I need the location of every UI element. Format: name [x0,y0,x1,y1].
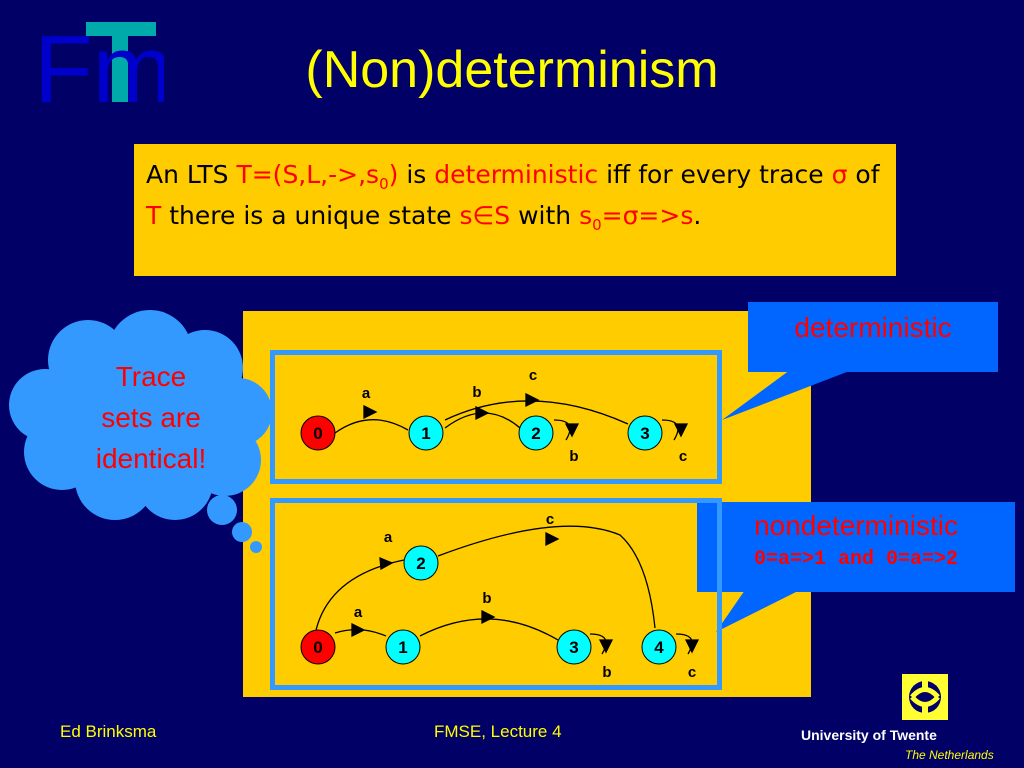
det-label-loop-b: b [569,448,578,465]
nd-states [300,545,677,665]
det-state-0 [300,415,336,451]
det-callout-pointer [722,370,852,420]
det-arrow-c [525,392,540,408]
nd-edge-b [419,618,559,641]
det-state-3-label: 3 [640,424,649,443]
nd-label-loop-b: b [602,664,611,681]
nondeterministic-frame [270,498,722,690]
nd-arrow-b [481,609,496,625]
nd-label-c: c [546,511,554,528]
nd-edge-c [437,525,656,629]
det-state-2-label: 2 [531,424,540,443]
det-states [300,415,663,451]
logo-letters: Fm [34,18,164,106]
definition-box: An LTS T=(S,L,->,s0) is deterministic if… [134,144,896,276]
thought-cloud [9,310,272,553]
nd-state-3 [556,629,592,665]
nd-label-a-bottom: a [354,604,363,621]
nd-state-4-label: 4 [654,638,664,657]
det-state-1-label: 1 [421,424,430,443]
det-arrow-a [363,404,378,420]
def-s-sub: 0 [592,216,602,234]
det-label-a: a [362,385,371,402]
nd-loop-4-arrow [684,639,700,654]
def-text: . [693,201,702,230]
nd-state-0 [300,629,336,665]
footer-country: The Netherlands [905,748,994,762]
det-label-b: b [472,384,481,401]
nd-label-loop-c: c [688,664,696,681]
def-text: with [510,201,580,230]
det-loop-3-arrow [673,423,689,438]
def-text: of [847,160,880,189]
def-T: T [146,201,162,230]
def-deterministic: deterministic [434,160,599,189]
nd-state-2-label: 2 [416,554,425,573]
nd-arrow-a-bottom [351,622,366,638]
nd-callout-pointer [716,590,800,632]
def-tuple-sub: 0 [379,175,389,193]
def-text: there is a unique state [161,201,460,230]
cloud-line: Trace [115,361,187,392]
nd-label-b: b [482,590,491,607]
det-label-c: c [529,367,537,384]
def-state: s∈S [459,201,511,230]
det-state-3 [627,415,663,451]
def-text: is [398,160,435,189]
nondeterministic-callout: nondeterministic 0=a=>1 and 0=a=>2 [697,502,1015,592]
nd-state-1 [385,629,421,665]
footer-course: FMSE, Lecture 4 [434,722,562,741]
nondeterministic-title: nondeterministic [754,510,958,541]
nd-state-1-label: 1 [398,638,407,657]
deterministic-lts [334,392,689,441]
nd-arrow-a-top [379,556,394,571]
nd-label-a-top: a [384,529,393,546]
nd-loop-3 [589,633,607,655]
nd-loop-4 [675,633,693,655]
def-trace: s0=σ=>s [579,201,694,233]
det-arrow-b [475,405,490,421]
det-label-loop-c: c [679,448,687,465]
university-logo [902,674,948,720]
def-text: An LTS [146,160,237,189]
cloud-line: sets are [101,402,201,433]
det-edge-a [334,419,409,434]
det-loop-3 [661,419,679,441]
footer-university: University of Twente [801,727,937,743]
footer-author: Ed Brinksma [60,722,157,741]
def-sigma: σ [831,160,848,189]
def-tuple: T=(S,L,->,s [236,160,380,189]
nd-state-4 [641,629,677,665]
def-lts-tuple: T=(S,L,->,s0) [236,160,399,192]
def-tuple-close: ) [388,160,399,189]
det-loop-2 [553,419,571,441]
cloud-line: identical! [95,443,207,474]
det-loop-2-arrow [564,423,580,438]
det-state-0-label: 0 [313,424,322,443]
def-s: s [579,201,593,230]
nd-state-2 [403,545,439,581]
det-state-1 [408,415,444,451]
def-text: iff for every trace [598,160,832,189]
fm-logo: Fm [34,18,164,106]
deterministic-frame [270,350,722,484]
nd-state-0-label: 0 [313,638,322,657]
nondeterministic-detail: 0=a=>1 and 0=a=>2 [753,548,959,571]
page-title: (Non)determinism [305,41,719,99]
nd-arrow-c [545,531,560,547]
deterministic-callout: deterministic [748,302,998,372]
nondeterministic-lts [315,525,700,655]
cloud-text: Trace sets are identical! [56,356,246,479]
nd-loop-3-arrow [598,639,614,654]
def-trace-rest: =σ=>s [601,201,694,230]
nd-state-3-label: 3 [569,638,578,657]
det-state-2 [518,415,554,451]
